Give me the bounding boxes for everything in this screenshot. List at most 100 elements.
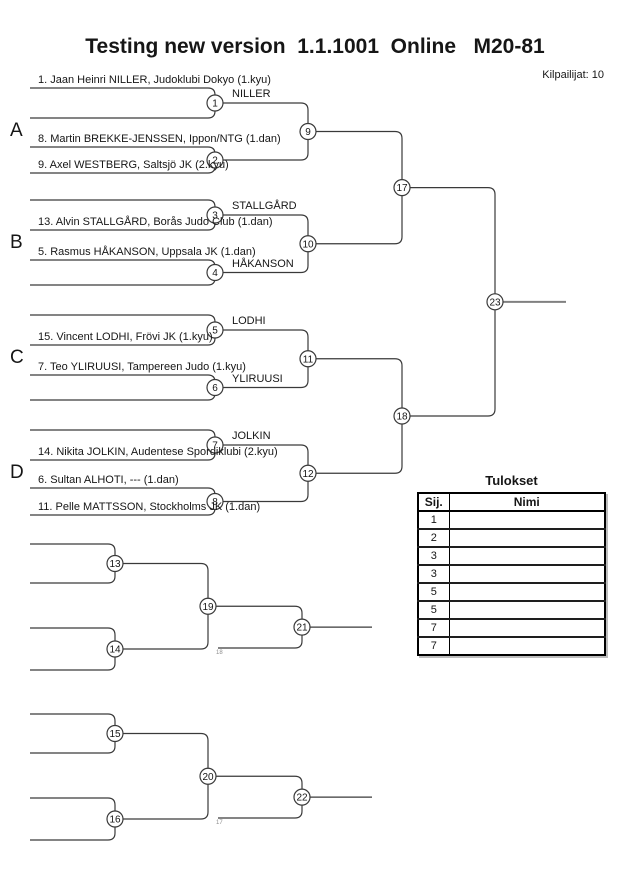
match-circle	[199, 767, 217, 785]
bracket-line	[221, 102, 309, 132]
match-node-23: 23	[486, 293, 504, 311]
match-node-19: 19	[199, 597, 217, 615]
results-row: 7	[417, 636, 606, 656]
results-col-nimi: Nimi	[448, 492, 606, 512]
winner-name: JOLKIN	[232, 430, 271, 442]
match-number: 11	[303, 354, 314, 365]
match-node-18: 18	[393, 407, 411, 425]
results-row: 5	[417, 582, 606, 602]
player-name: 14. Nikita JOLKIN, Audentese Spordiklubi…	[38, 446, 278, 458]
winner-name: YLIRUUSI	[232, 372, 283, 385]
match-circle	[299, 350, 317, 368]
bracket-line	[314, 187, 403, 245]
results-row: 5	[417, 600, 606, 620]
match-node-2: 2	[206, 151, 224, 169]
bracket-line	[121, 562, 209, 607]
bracket-line	[30, 272, 216, 286]
results-name	[448, 564, 606, 584]
match-number: 4	[212, 268, 218, 279]
section-label-d: D	[10, 461, 24, 483]
player-name: 5. Rasmus HÅKANSON, Uppsala JK (1.dan)	[38, 246, 256, 258]
match-number: 2	[212, 156, 218, 167]
results-name	[448, 582, 606, 602]
player-name: 8. Martin BREKKE-JENSSEN, Ippon/NTG (1.d…	[38, 133, 281, 145]
match-number: 16	[109, 815, 121, 826]
match-circle	[206, 492, 224, 511]
bracket-line	[221, 329, 309, 359]
results-rank: 3	[417, 546, 450, 566]
bracket-line	[30, 199, 216, 215]
bracket-line	[408, 301, 496, 417]
winner-name: LODHI	[232, 315, 266, 327]
match-circle	[106, 640, 124, 658]
winner-name: NILLER	[232, 88, 271, 100]
bracket-line	[221, 358, 309, 389]
bracket-line	[30, 733, 116, 754]
match-node-9: 9	[299, 122, 317, 141]
repechage-feeder-label: 18	[216, 650, 223, 656]
results-col-sij: Sij.	[417, 492, 450, 512]
results-name	[448, 618, 606, 638]
bracket-line	[30, 543, 116, 564]
results-name	[448, 546, 606, 566]
match-number: 17	[396, 183, 408, 194]
results-row: 3	[417, 546, 606, 566]
bracket-line	[30, 429, 216, 445]
match-circle	[393, 179, 411, 197]
bracket-line	[214, 605, 303, 628]
match-node-7: 7	[206, 436, 224, 454]
bracket-line	[221, 131, 309, 161]
results-header-row: Sij. Nimi	[417, 492, 606, 512]
bracket-line	[218, 797, 303, 819]
match-node-16: 16	[106, 810, 124, 828]
match-circle	[206, 206, 224, 224]
match-circle	[206, 94, 224, 112]
bracket-line	[30, 314, 216, 330]
match-number: 18	[396, 412, 408, 423]
match-circle	[206, 263, 224, 282]
match-number: 7	[212, 441, 218, 452]
match-number: 20	[202, 772, 214, 783]
match-number: 23	[489, 297, 501, 308]
match-circle	[206, 436, 224, 454]
results-row: 3	[417, 564, 606, 584]
results-rank: 2	[417, 528, 450, 548]
bracket-line	[121, 776, 209, 820]
winner-name: STALLGÅRD	[232, 200, 297, 212]
match-number: 19	[202, 602, 214, 613]
bracket-line	[30, 797, 116, 819]
results-rank: 7	[417, 618, 450, 638]
bracket-line	[221, 214, 309, 244]
match-node-3: 3	[206, 206, 224, 224]
winner-name: HÅKANSON	[232, 257, 294, 270]
results-rank: 5	[417, 600, 450, 620]
bracket-line	[30, 87, 216, 103]
bracket-line	[30, 487, 216, 502]
bracket-line	[214, 775, 303, 798]
match-number: 22	[296, 793, 308, 804]
results-row: 1	[417, 510, 606, 530]
match-node-10: 10	[299, 235, 317, 253]
match-circle	[393, 407, 411, 425]
bracket-line	[314, 130, 403, 188]
match-node-8: 8	[206, 492, 224, 511]
match-node-1: 1	[206, 94, 224, 112]
results-rank: 7	[417, 636, 450, 656]
match-number: 14	[109, 645, 121, 656]
match-node-14: 14	[106, 640, 124, 658]
match-circle	[293, 788, 311, 806]
bracket-line	[121, 606, 209, 650]
bracket-line	[221, 243, 309, 274]
results-title: Tulokset	[485, 473, 538, 488]
bracket-line	[218, 627, 303, 649]
match-number: 13	[109, 559, 121, 570]
match-number: 5	[212, 326, 218, 337]
match-number: 3	[212, 211, 218, 222]
match-number: 8	[212, 497, 218, 508]
section-label-b: B	[10, 231, 23, 253]
player-name: 6. Sultan ALHOTI, --- (1.dan)	[38, 474, 179, 486]
